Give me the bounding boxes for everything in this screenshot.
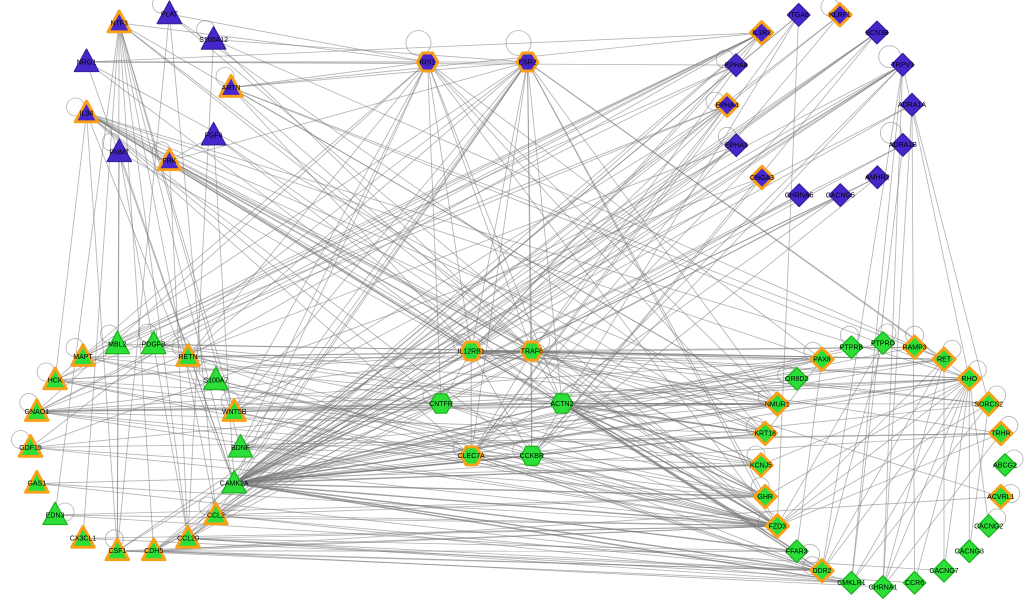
svg-text:IRS1: IRS1 (420, 59, 436, 66)
svg-text:EPHA4: EPHA4 (716, 103, 739, 110)
svg-text:KLRF1: KLRF1 (829, 12, 851, 19)
svg-text:DDR2: DDR2 (812, 568, 831, 575)
svg-text:GHR: GHR (757, 494, 773, 501)
svg-text:EPHA8: EPHA8 (725, 62, 748, 69)
svg-text:CSF1: CSF1 (108, 548, 126, 555)
svg-text:ITGA8: ITGA8 (789, 12, 809, 19)
svg-text:CCR6: CCR6 (905, 580, 924, 587)
svg-text:CHRNA5: CHRNA5 (785, 193, 814, 200)
svg-text:ARTN: ARTN (222, 85, 241, 92)
svg-text:CNGA3: CNGA3 (750, 175, 774, 182)
svg-text:RETN: RETN (178, 354, 197, 361)
svg-text:CX3CL1: CX3CL1 (70, 536, 97, 543)
svg-text:CHRNA1: CHRNA1 (869, 584, 898, 591)
svg-text:CNTFR: CNTFR (429, 401, 453, 408)
svg-text:GNAO1: GNAO1 (25, 409, 50, 416)
svg-text:PLAT: PLAT (161, 11, 179, 18)
svg-text:CACNG7: CACNG7 (929, 568, 958, 575)
svg-text:NTF3: NTF3 (110, 20, 128, 27)
svg-text:CACNG2: CACNG2 (974, 523, 1003, 530)
svg-text:CACNG3: CACNG3 (955, 549, 984, 556)
svg-text:NRG1: NRG1 (77, 59, 97, 66)
svg-text:S100A7: S100A7 (203, 377, 228, 384)
svg-text:FRK: FRK (162, 158, 176, 165)
svg-text:FGF6: FGF6 (205, 133, 223, 140)
svg-text:RAMP3: RAMP3 (903, 345, 927, 352)
svg-text:RHO: RHO (962, 376, 978, 383)
svg-text:ABCG2: ABCG2 (993, 462, 1017, 469)
svg-text:CCKBR: CCKBR (520, 453, 545, 460)
svg-text:CACNG5: CACNG5 (826, 192, 855, 199)
svg-text:PTPRO: PTPRO (871, 340, 896, 347)
svg-text:ACTN2: ACTN2 (551, 401, 574, 408)
svg-text:TRAF6: TRAF6 (521, 348, 543, 355)
svg-text:PDGFB: PDGFB (142, 341, 166, 348)
svg-text:CDH5: CDH5 (144, 548, 163, 555)
svg-text:KCNJ5: KCNJ5 (750, 462, 772, 469)
svg-text:WNT5B: WNT5B (222, 409, 247, 416)
svg-text:S100A12: S100A12 (199, 37, 228, 44)
svg-text:SCN3B: SCN3B (865, 30, 889, 37)
svg-text:SORCS2: SORCS2 (974, 401, 1003, 408)
svg-text:HCK: HCK (48, 377, 63, 384)
svg-text:RET: RET (937, 357, 952, 364)
svg-text:IL34: IL34 (80, 110, 94, 117)
svg-text:MAPT: MAPT (73, 354, 93, 361)
svg-text:FZD3: FZD3 (769, 523, 787, 530)
svg-text:BDNF: BDNF (231, 445, 250, 452)
svg-text:EPHA3: EPHA3 (725, 143, 748, 150)
svg-text:ADRA1B: ADRA1B (889, 142, 917, 149)
svg-text:GAS1: GAS1 (27, 481, 46, 488)
svg-text:ADRA1A: ADRA1A (898, 102, 926, 109)
svg-text:CMKLR1: CMKLR1 (837, 580, 866, 587)
svg-text:PAX8: PAX8 (813, 357, 830, 364)
svg-text:ESR2: ESR2 (518, 59, 536, 66)
svg-text:PTPRB: PTPRB (840, 345, 864, 352)
svg-text:IL1R2: IL1R2 (752, 30, 771, 37)
svg-text:GDF15: GDF15 (19, 445, 42, 452)
svg-text:PNMT: PNMT (109, 149, 130, 156)
svg-text:IL12RB1: IL12RB1 (458, 348, 485, 355)
svg-text:EDN3: EDN3 (46, 512, 65, 519)
svg-text:CCL20: CCL20 (177, 536, 199, 543)
svg-text:FFAR3: FFAR3 (786, 549, 808, 556)
svg-text:AMHR2: AMHR2 (865, 175, 890, 182)
svg-text:CLEC7A: CLEC7A (458, 453, 486, 460)
svg-text:MBL2: MBL2 (108, 341, 126, 348)
svg-text:TRPV1: TRPV1 (891, 62, 914, 69)
svg-text:TRHR: TRHR (991, 431, 1010, 438)
svg-text:CCL2: CCL2 (207, 512, 225, 519)
svg-text:KRT18: KRT18 (754, 431, 776, 438)
svg-text:CAMK2A: CAMK2A (220, 481, 249, 488)
svg-text:ACVRL1: ACVRL1 (987, 494, 1014, 501)
svg-text:NMUR1: NMUR1 (765, 401, 790, 408)
svg-text:OR8D2: OR8D2 (785, 376, 808, 383)
